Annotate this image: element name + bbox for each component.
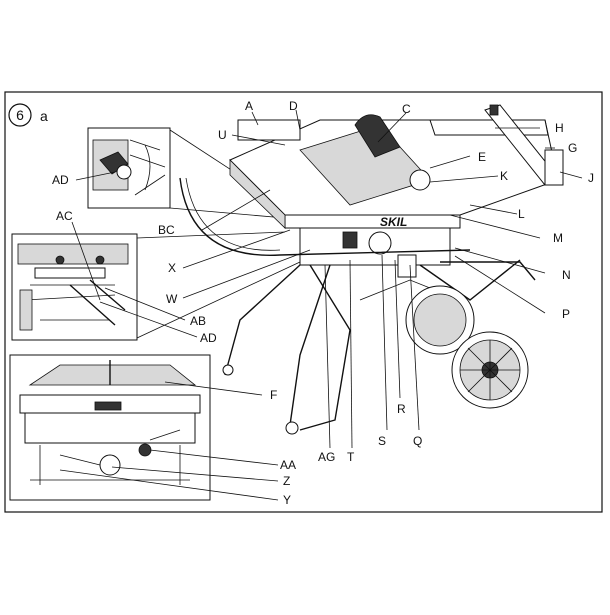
callout-labels: A D C U H G E J K L M N P AD AC BC X W A…	[52, 99, 594, 507]
callout-ag: AG	[318, 450, 335, 464]
saw-stand	[179, 177, 536, 435]
callout-c: C	[402, 102, 411, 116]
callout-w: W	[166, 292, 178, 306]
callout-d: D	[289, 99, 298, 113]
callout-bc: BC	[158, 223, 175, 237]
callout-r: R	[397, 402, 406, 416]
callout-m: M	[553, 231, 563, 245]
figure-sub-label: a	[40, 108, 48, 124]
callout-k: K	[500, 169, 508, 183]
callout-e: E	[478, 150, 486, 164]
callout-aa: AA	[280, 458, 296, 472]
callout-j: J	[588, 171, 594, 185]
callout-ac: AC	[56, 209, 73, 223]
callout-l: L	[518, 207, 525, 221]
callout-a: A	[245, 99, 253, 113]
inset-bottom-detail	[9, 354, 211, 501]
leader-lines	[59, 109, 583, 501]
callout-t: T	[347, 450, 355, 464]
bevel-knob-icon	[368, 231, 392, 255]
figure-number-circle	[8, 103, 32, 127]
callout-h: H	[555, 121, 564, 135]
callout-q: Q	[413, 434, 422, 448]
inset-middle-detail	[11, 231, 301, 341]
callout-ad-top: AD	[52, 173, 69, 187]
inset-top-detail	[87, 127, 286, 219]
callout-s: S	[378, 434, 386, 448]
callout-ab: AB	[190, 314, 206, 328]
saw-table: SKIL	[229, 104, 564, 278]
figure-number: 6	[16, 107, 24, 123]
callout-x: X	[168, 261, 176, 275]
callout-p: P	[562, 307, 570, 321]
brand-logo: SKIL	[380, 215, 407, 229]
figure-frame	[4, 91, 603, 513]
callout-g: G	[568, 141, 577, 155]
callout-f: F	[270, 388, 277, 402]
callout-ad-mid: AD	[200, 331, 217, 345]
callout-u: U	[218, 128, 227, 142]
callout-z: Z	[283, 474, 290, 488]
callout-y: Y	[283, 493, 291, 507]
callout-n: N	[562, 268, 571, 282]
